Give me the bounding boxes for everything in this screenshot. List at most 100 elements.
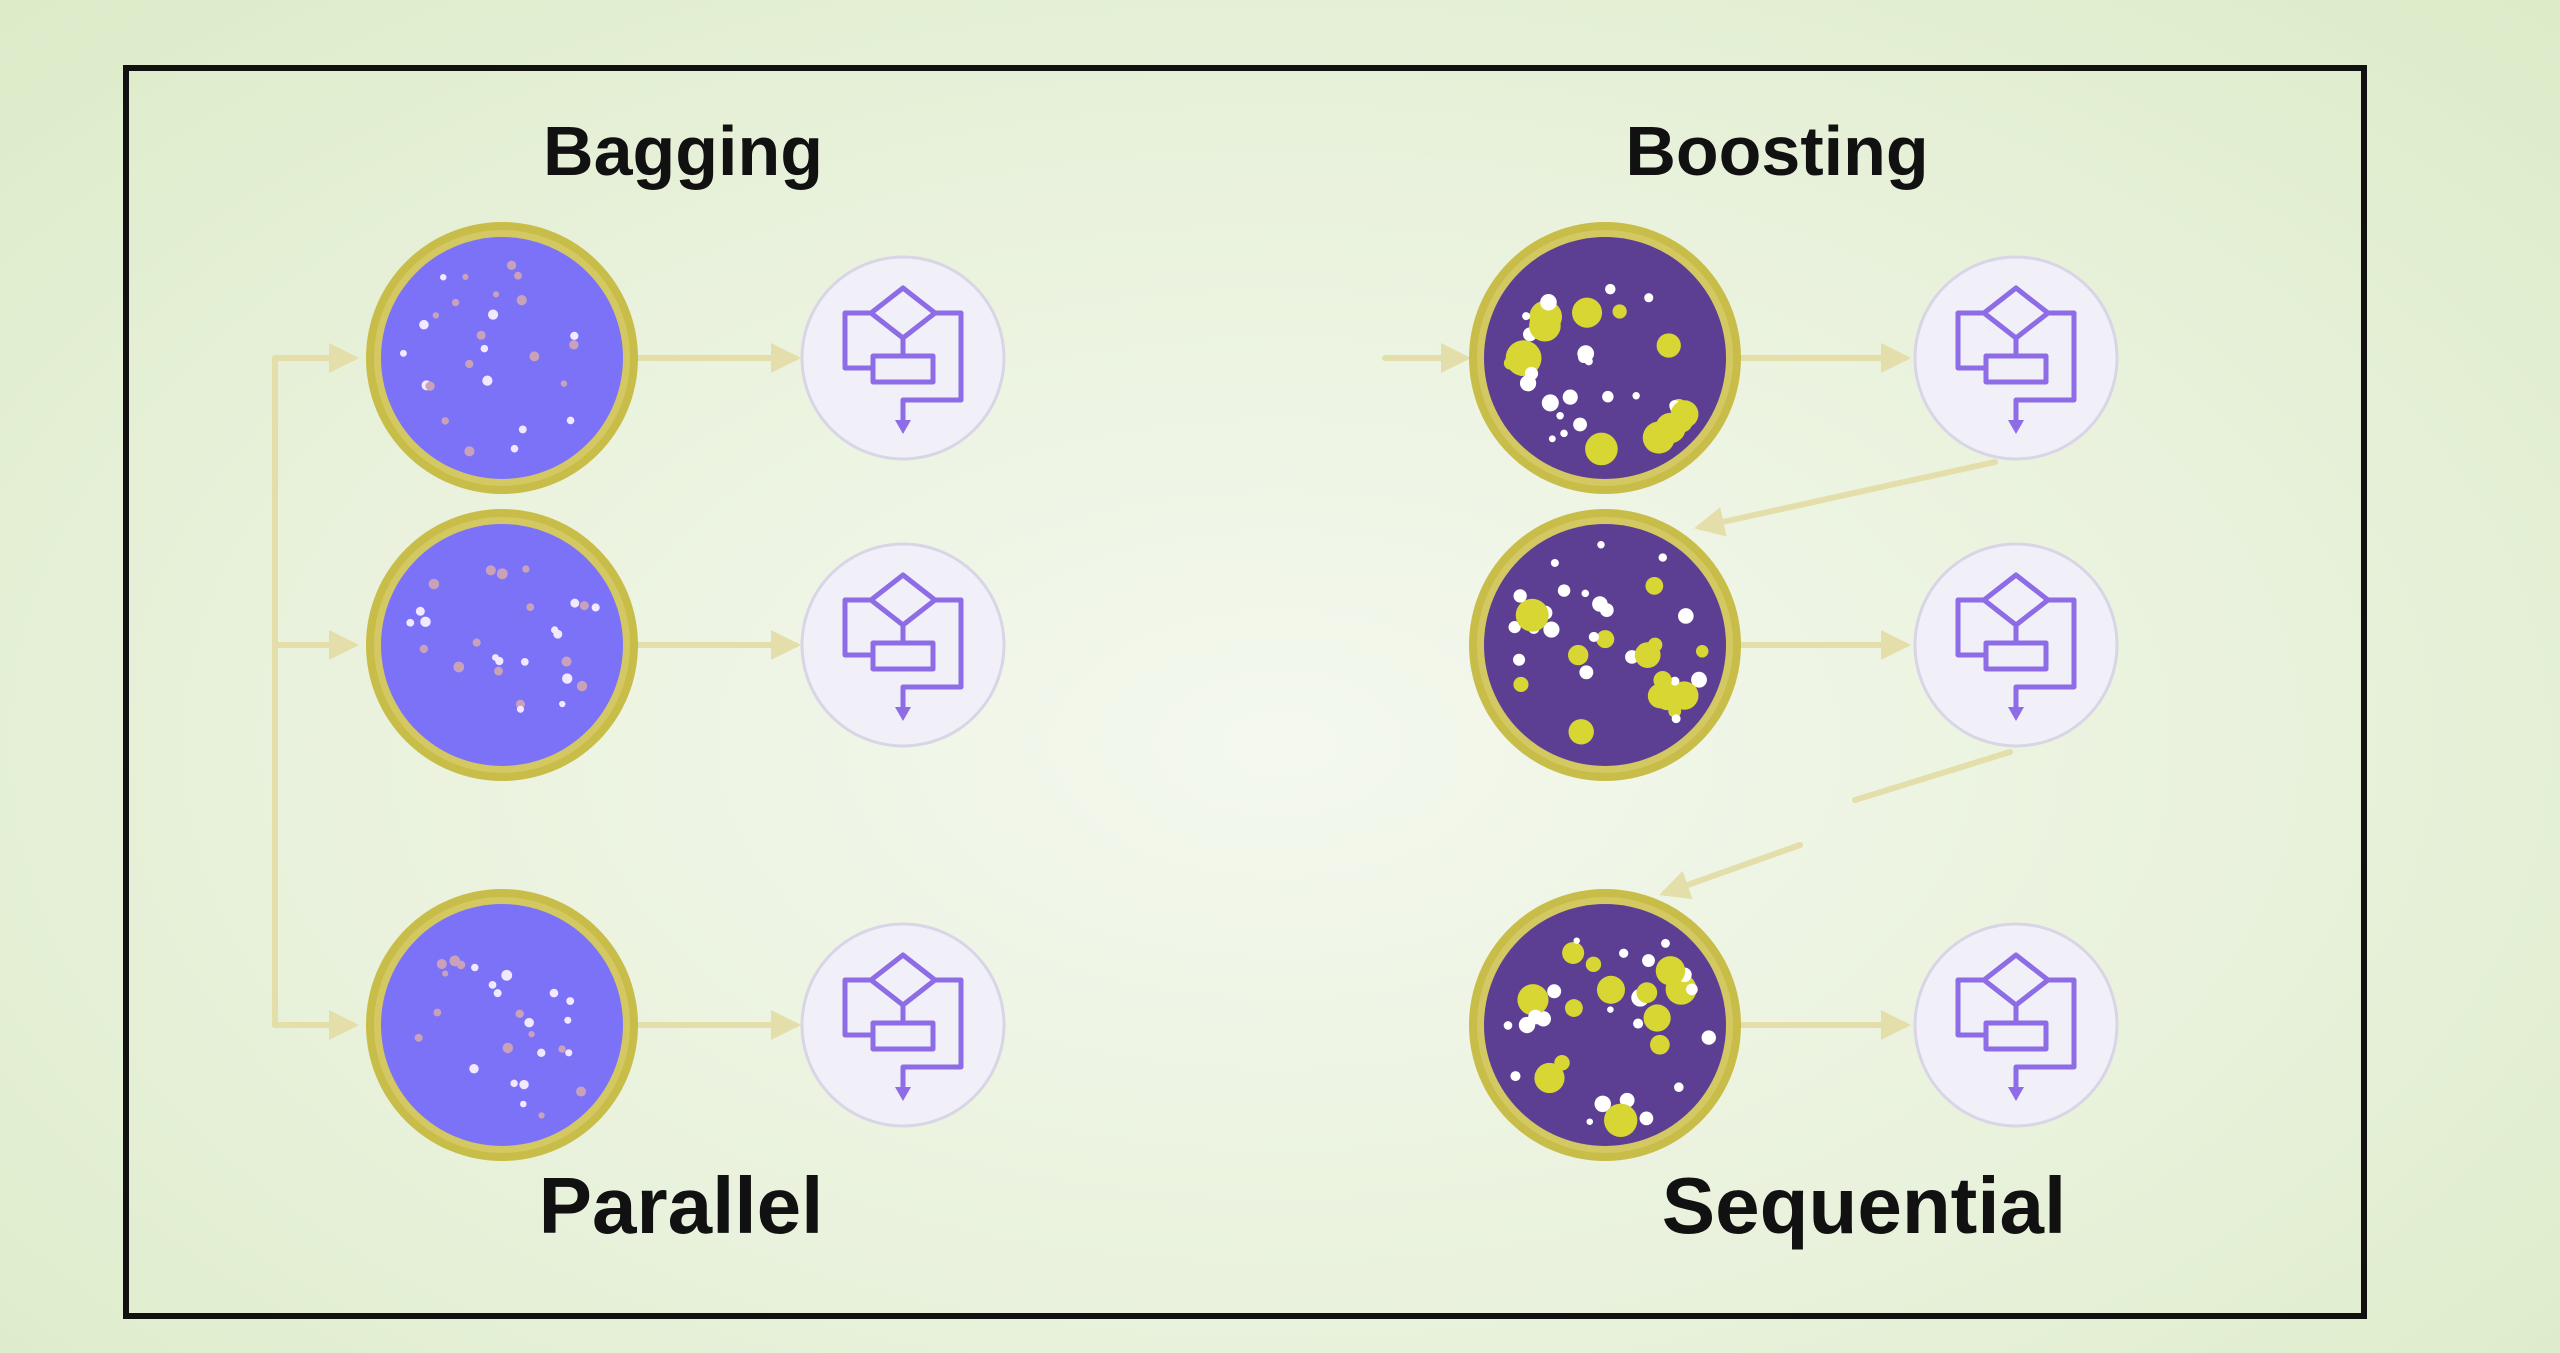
flow-line-left: [1955, 310, 1986, 371]
sample-dot: [1510, 1071, 1521, 1082]
sample-dot: [560, 380, 568, 387]
weighted-sample-dot: [1650, 1034, 1670, 1055]
sample-dot: [1588, 631, 1599, 643]
weighted-sample-dot: [1636, 982, 1658, 1004]
sample-dot: [493, 989, 502, 998]
sample-dot: [425, 381, 435, 391]
sample-dot: [549, 988, 559, 998]
sample-dot: [1518, 1016, 1536, 1034]
sample-dot: [480, 344, 489, 353]
sample-dot: [1691, 671, 1707, 688]
sample-dot: [1562, 389, 1578, 405]
sample-dot: [1671, 714, 1681, 724]
sample-dot: [1556, 412, 1564, 420]
boosting-model-icon-1: [1913, 255, 2119, 461]
sample-dot: [565, 1049, 573, 1057]
weighted-sample-dot: [1585, 956, 1602, 973]
sample-dot: [520, 1100, 527, 1108]
boosting-dataset-2: [1469, 509, 1741, 781]
sample-dot: [492, 654, 499, 661]
sample-dot: [1597, 541, 1605, 549]
sample-dot: [432, 312, 440, 319]
dataset-fill: [381, 237, 623, 479]
sample-dot: [492, 291, 500, 298]
sample-dot: [406, 618, 415, 627]
sample-dot: [522, 565, 530, 573]
boosting-feedback-segment-2a: [1852, 749, 2013, 803]
boosting-dataset-1: [1469, 222, 1741, 494]
sample-dot: [472, 638, 481, 647]
sample-dot: [442, 970, 449, 977]
sample-dot: [576, 680, 588, 692]
sample-dot: [469, 1064, 479, 1074]
weighted-sample-dot: [1596, 975, 1625, 1004]
sample-dot: [456, 960, 466, 970]
dataset-fill: [381, 524, 623, 766]
weighted-sample-dot: [1513, 676, 1529, 693]
weighted-sample-dot: [1534, 1062, 1565, 1094]
sample-dot: [414, 1033, 423, 1042]
sample-dot: [1560, 429, 1568, 438]
sample-dot: [569, 340, 579, 350]
boosting-dataset-3: [1469, 889, 1741, 1161]
sample-dot: [496, 568, 508, 580]
weighted-sample-dot: [1562, 941, 1585, 964]
sample-dot: [519, 1079, 529, 1090]
sample-dot: [441, 417, 449, 425]
sample-dot: [428, 578, 440, 590]
sample-dot: [1639, 1111, 1654, 1126]
sample-dot: [453, 661, 465, 673]
sample-dot: [1579, 665, 1594, 680]
dataset-fill: [381, 904, 623, 1146]
weighted-sample-dot: [1571, 297, 1603, 328]
boosting-model-icon-3: [1913, 922, 2119, 1128]
sample-dot: [1619, 948, 1629, 958]
sample-dot: [1658, 553, 1667, 562]
sample-dot: [1670, 676, 1680, 686]
sample-dot: [570, 331, 579, 340]
flow-arrow-head: [2008, 1087, 2024, 1101]
weighted-sample-dot: [1668, 704, 1682, 718]
sample-dot: [1557, 584, 1571, 597]
flow-line-right: [2013, 310, 2077, 426]
sample-dot: [1701, 1030, 1716, 1045]
bagging-dataset-1: [366, 222, 638, 494]
weighted-sample-dot: [1515, 598, 1549, 632]
bagging-model-icon-2: [800, 542, 1006, 748]
sample-dot: [1547, 984, 1562, 999]
sample-dot: [1522, 312, 1531, 321]
sample-dot: [538, 1112, 545, 1119]
sample-dot: [566, 997, 575, 1006]
flow-line-left: [842, 310, 873, 371]
sample-dot: [591, 603, 600, 612]
sample-dot: [526, 603, 535, 612]
flow-arrow-head: [895, 1087, 911, 1101]
sample-dot: [1602, 390, 1614, 403]
sample-dot: [1605, 283, 1616, 295]
weighted-sample-dot: [1564, 999, 1583, 1017]
sample-dot: [537, 1048, 546, 1058]
sample-dot: [451, 298, 460, 307]
flow-line-right: [2013, 597, 2077, 713]
sample-dot: [1503, 1021, 1513, 1030]
weighted-sample-dot: [1567, 644, 1589, 666]
sample-dot: [1573, 937, 1580, 944]
sample-dot: [1524, 366, 1539, 381]
sample-dot: [516, 295, 527, 306]
process-box: [870, 353, 936, 385]
boosting-title: Boosting: [1625, 112, 1928, 190]
weighted-sample-dot: [1656, 333, 1681, 358]
sample-dot: [564, 1016, 572, 1024]
sample-dot: [1686, 983, 1698, 996]
weighted-sample-dot: [1653, 671, 1672, 690]
sample-dot: [521, 658, 529, 666]
sample-dot: [476, 330, 486, 340]
process-box: [1983, 353, 2049, 385]
flow-arrow-head: [895, 707, 911, 721]
model-icons: [800, 255, 2119, 1128]
weighted-sample-dot: [1645, 576, 1664, 595]
sample-dot: [524, 1017, 534, 1028]
sample-dot: [1513, 589, 1527, 603]
sample-dot: [510, 444, 519, 453]
sample-dot: [1584, 357, 1593, 366]
